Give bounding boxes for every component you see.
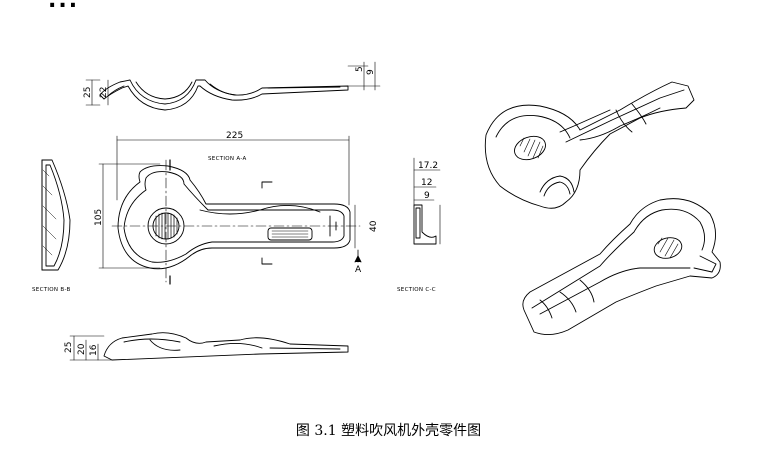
figure-caption: 图 3.1 塑料吹风机外壳零件图 xyxy=(295,423,482,439)
dim-front-top-5: 5 xyxy=(355,66,365,72)
top-heading: ... xyxy=(48,0,80,13)
dim-plan-width-small: 40 xyxy=(369,220,379,232)
plan-view xyxy=(98,135,362,285)
iso-view-upper xyxy=(484,81,695,209)
dim-bottom-25: 25 xyxy=(64,342,74,353)
bottom-view xyxy=(69,332,349,361)
dim-plan-length: 225 xyxy=(226,131,243,141)
dim-bottom-16: 16 xyxy=(89,344,99,356)
dim-front-top-9: 9 xyxy=(366,69,376,75)
dim-c-17: 17.2 xyxy=(418,161,438,171)
dim-front-inner-height: 22 xyxy=(99,87,109,98)
dim-c-12: 12 xyxy=(421,178,432,188)
section-b-label: SECTION B-B xyxy=(32,287,71,293)
dim-bottom-20: 20 xyxy=(77,343,87,355)
front-view xyxy=(85,61,381,111)
section-a-label: SECTION A-A xyxy=(208,156,247,162)
section-a-marker: A xyxy=(355,265,362,275)
dim-front-total-height: 25 xyxy=(83,87,93,98)
iso-view-lower xyxy=(522,198,721,335)
section-b-view xyxy=(41,159,71,271)
dim-c-9: 9 xyxy=(424,191,430,201)
section-c-view xyxy=(413,157,441,245)
section-c-label: SECTION C-C xyxy=(397,287,436,293)
dim-plan-width: 105 xyxy=(94,209,104,226)
